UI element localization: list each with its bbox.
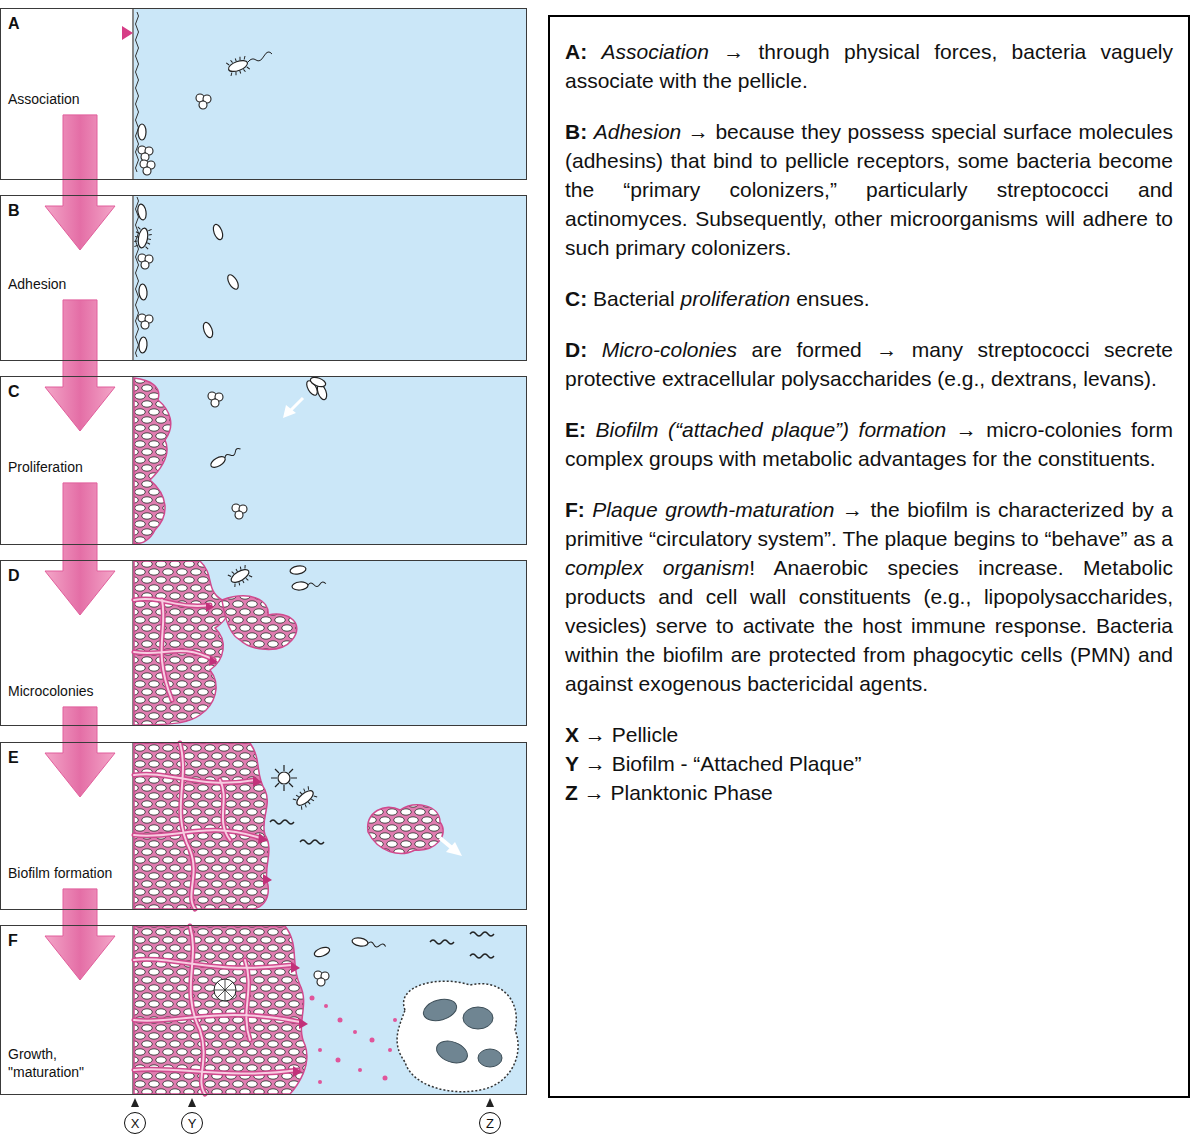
marker-letter: X (131, 1117, 140, 1130)
text-run: Micro-colonies (602, 338, 737, 361)
text-run: F: (565, 498, 585, 521)
stage-letter: F (8, 931, 18, 950)
text-run: → Pellicle (585, 723, 678, 746)
text-run: C: (565, 287, 587, 310)
stage-letter: B (8, 201, 20, 220)
stage-name: Proliferation (8, 459, 130, 477)
text-paragraph: A: Association → through physical forces… (565, 37, 1173, 95)
stage-arrow (45, 300, 115, 431)
text-run: Biofilm (“attached plaque”) formation (596, 418, 947, 441)
text-paragraph: Z → Planktonic Phase (565, 778, 1173, 807)
stage-name: Microcolonies (8, 683, 130, 701)
stage-arrow (45, 889, 115, 980)
stage-box: E Biofilm formation (0, 742, 527, 910)
text-paragraph: X → Pellicle (565, 720, 1173, 749)
stage-box: F Growth, "maturation" (0, 925, 527, 1095)
legend-text-box: A: Association → through physical forces… (548, 15, 1190, 1098)
text-paragraph: B: Adhesion → because they possess speci… (565, 117, 1173, 262)
stage-name: Growth, "maturation" (8, 1046, 108, 1082)
text-run: A: (565, 40, 587, 63)
text-run: Bacterial (593, 287, 675, 310)
stage-box: A Association (0, 8, 527, 180)
marker-circle: X (124, 1112, 146, 1134)
stage-name: Biofilm formation (8, 865, 133, 883)
text-run: Adhesion (594, 120, 682, 143)
stage-letter: E (8, 748, 19, 767)
stage-letter: A (8, 14, 20, 33)
stage-box: C Proliferation (0, 376, 527, 545)
text-paragraph: F: Plaque growth-maturation → the biofil… (565, 495, 1173, 698)
stage-arrow (45, 707, 115, 797)
text-paragraph: E: Biofilm (“attached plaque”) formation… (565, 415, 1173, 473)
stage-name: Adhesion (8, 276, 130, 294)
text-run: Association (602, 40, 709, 63)
stage-letter: C (8, 382, 20, 401)
text-paragraph: D: Micro-colonies are formed → many stre… (565, 335, 1173, 393)
text-run: E: (565, 418, 586, 441)
text-run: X (565, 723, 579, 746)
stage-letter: D (8, 566, 20, 585)
stage-box: B Adhesion (0, 195, 527, 361)
text-paragraph: C: Bacterial proliferation ensues. (565, 284, 1173, 313)
text-run: → Biofilm - “Attached Plaque” (585, 752, 862, 775)
text-run: → Planktonic Phase (584, 781, 773, 804)
text-run: D: (565, 338, 587, 361)
text-run: proliferation (681, 287, 791, 310)
marker-circle: Z (479, 1112, 501, 1134)
stage-arrow (45, 483, 115, 615)
text-run: Plaque growth-maturation (592, 498, 834, 521)
text-run: B: (565, 120, 587, 143)
marker-letter: Y (188, 1117, 197, 1130)
text-run: Z (565, 781, 578, 804)
stage-arrow (45, 115, 115, 250)
text-run: Y (565, 752, 579, 775)
stage-box: D Microcolonies (0, 560, 527, 726)
text-run: ensues. (796, 287, 870, 310)
marker-letter: Z (486, 1117, 494, 1130)
text-run: complex organism (565, 556, 749, 579)
marker-circle: Y (181, 1112, 203, 1134)
stage-name: Association (8, 91, 130, 109)
text-paragraph: Y → Biofilm - “Attached Plaque” (565, 749, 1173, 778)
